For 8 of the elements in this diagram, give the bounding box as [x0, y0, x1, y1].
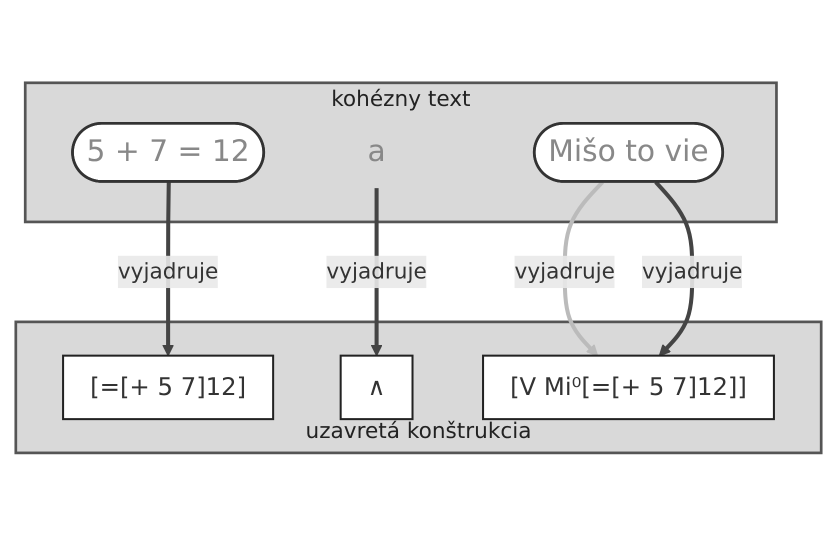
node-box: [=[+ 5 7]12] [62, 354, 274, 420]
node-box: [V Mi⁰[=[+ 5 7]12]] [482, 354, 775, 420]
edge-label: vyjadruje [326, 258, 427, 284]
node-text: a [367, 135, 386, 169]
node-box: ∧ [340, 354, 414, 420]
edge-label: vyjadruje [642, 258, 742, 284]
edge-label: vyjadruje [514, 258, 615, 284]
edge-label: vyjadruje [118, 258, 218, 284]
